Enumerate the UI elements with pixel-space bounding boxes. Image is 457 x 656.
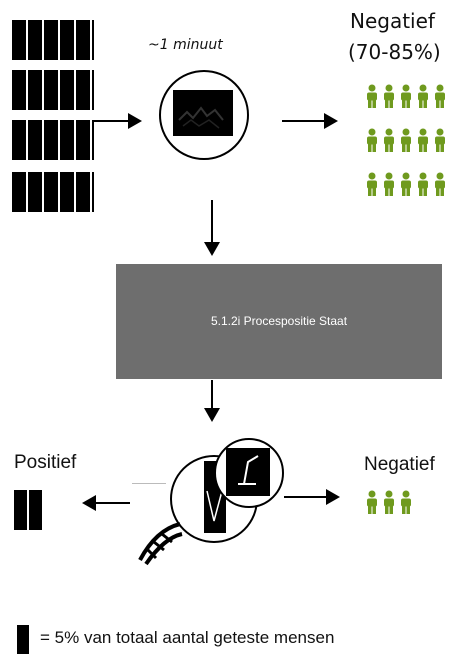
people-row bbox=[364, 490, 414, 514]
negative-title-top: Negatief bbox=[350, 9, 435, 33]
sample-batch-2 bbox=[12, 70, 94, 110]
arrow-to-negative-top bbox=[282, 113, 338, 129]
person-icon bbox=[418, 172, 428, 196]
arrow-to-test bbox=[92, 113, 142, 129]
person-icon bbox=[418, 84, 428, 108]
people-row bbox=[364, 128, 448, 152]
confirm-circle-right bbox=[214, 438, 284, 508]
test-circle bbox=[159, 70, 249, 160]
arrow-to-positive bbox=[82, 495, 130, 511]
person-icon bbox=[418, 128, 428, 152]
person-icon bbox=[367, 490, 377, 514]
sample-batch-1 bbox=[12, 20, 94, 60]
sample-batch-4 bbox=[12, 172, 94, 212]
test-image-icon bbox=[173, 90, 233, 136]
positive-title: Positief bbox=[14, 452, 77, 473]
person-icon bbox=[435, 172, 445, 196]
person-icon bbox=[435, 84, 445, 108]
gel-line bbox=[132, 483, 166, 484]
process-box: 5.1.2i Procespositie Staat bbox=[116, 264, 442, 379]
negative-title-bottom: Negatief bbox=[364, 454, 435, 475]
person-icon bbox=[367, 172, 377, 196]
person-icon bbox=[435, 128, 445, 152]
person-icon bbox=[401, 84, 411, 108]
negative-people-group-top bbox=[364, 84, 450, 214]
positive-batch bbox=[14, 490, 44, 530]
arrow-to-negative-bottom bbox=[284, 489, 340, 505]
person-icon bbox=[401, 128, 411, 152]
legend-text: = 5% van totaal aantal geteste mensen bbox=[40, 628, 335, 647]
people-row bbox=[364, 172, 448, 196]
people-row bbox=[364, 84, 448, 108]
negative-range: (70-85%) bbox=[348, 40, 441, 64]
person-icon bbox=[384, 128, 394, 152]
dna-icon bbox=[138, 522, 183, 566]
negative-people-group-bottom bbox=[364, 490, 424, 524]
legend-swatch bbox=[17, 625, 29, 654]
time-label: ~1 minuut bbox=[148, 37, 223, 53]
person-icon bbox=[384, 172, 394, 196]
person-icon bbox=[401, 172, 411, 196]
sample-batch-3 bbox=[12, 120, 94, 160]
person-icon bbox=[367, 128, 377, 152]
arrow-to-process bbox=[204, 200, 220, 256]
microscope-icon bbox=[226, 448, 270, 496]
person-icon bbox=[367, 84, 377, 108]
person-icon bbox=[401, 490, 411, 514]
person-icon bbox=[384, 84, 394, 108]
person-icon bbox=[384, 490, 394, 514]
arrow-to-confirmation bbox=[204, 380, 220, 422]
process-box-label: 5.1.2i Procespositie Staat bbox=[210, 314, 348, 328]
